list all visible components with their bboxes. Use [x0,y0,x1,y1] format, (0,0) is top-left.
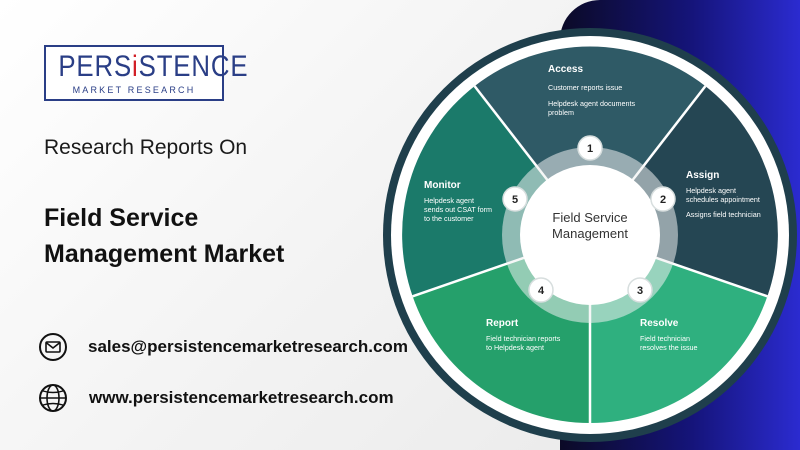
mail-icon [38,332,68,362]
svg-text:2: 2 [660,194,666,206]
center-label-line-1: Field Service [552,210,627,225]
step-text-access-2: Helpdesk agent documents [548,99,636,108]
step-text-report-2: to Helpdesk agent [486,343,544,352]
report-title: Field Service Management Market [44,200,284,272]
step-title-assign: Assign [686,170,719,181]
svg-text:4: 4 [538,285,545,297]
step-text-assign-2: schedules appointment [686,195,760,204]
step-text-monitor-1: Helpdesk agent [424,196,474,205]
step-badge-4: 4 [528,277,554,303]
logo-wordmark: PERSiSTENCE [58,50,249,83]
center-label-line-2: Management [552,226,628,241]
persistence-logo: PERSiSTENCE MARKET RESEARCH [44,45,249,101]
step-title-report: Report [486,318,519,329]
step-text-assign-1: Helpdesk agent [686,186,736,195]
step-title-resolve: Resolve [640,318,679,329]
step-text-monitor-3: to the customer [424,214,474,223]
svg-text:5: 5 [512,194,518,206]
step-text-report-1: Field technician reports [486,334,561,343]
svg-text:3: 3 [637,285,643,297]
website-link[interactable]: www.persistencemarketresearch.com [89,388,394,407]
step-badge-5: 5 [502,186,528,212]
step-badge-2: 2 [650,186,676,212]
center-circle [520,165,660,305]
svg-text:1: 1 [587,143,593,155]
email-link[interactable]: sales@persistencemarketresearch.com [88,337,408,356]
step-title-monitor: Monitor [424,180,461,191]
step-text-resolve-1: Field technician [640,334,690,343]
title-line-2: Management Market [44,240,285,268]
step-text-assign-3: Assigns field technician [686,210,761,219]
step-badge-3: 3 [627,277,653,303]
email-contact[interactable]: sales@persistencemarketresearch.com [38,332,408,362]
step-text-monitor-2: sends out CSAT form [424,205,492,214]
title-line-1: Field Service [44,204,199,232]
website-contact[interactable]: www.persistencemarketresearch.com [38,383,394,413]
step-text-access-1: Customer reports issue [548,83,622,92]
intro-text: Research Reports On [44,136,248,159]
step-title-access: Access [548,64,583,75]
globe-icon [38,383,68,413]
step-badge-1: 1 [577,135,603,161]
step-text-resolve-2: resolves the issue [640,343,698,352]
logo-subtitle: MARKET RESEARCH [72,85,196,95]
step-text-access-3: problem [548,108,574,117]
